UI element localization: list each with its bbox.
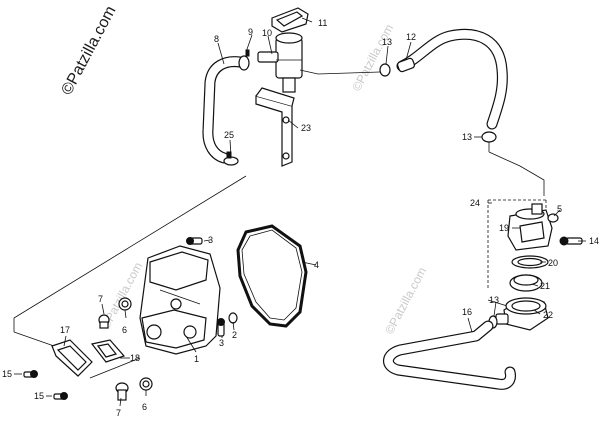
callout-4: 4 (314, 260, 319, 270)
callout-3-top: 3 (208, 235, 213, 245)
bolt-7-top (98, 314, 110, 329)
bolt-15-lower (53, 392, 68, 400)
callout-13-bottom: 13 (489, 295, 499, 305)
callout-12: 12 (406, 32, 416, 42)
watermark-faint: ©Patzilla.com (349, 22, 396, 93)
hose-clip-13-mid (481, 131, 545, 196)
callout-22: 22 (543, 310, 553, 320)
callout-24: 24 (470, 198, 480, 208)
callout-leaders (14, 17, 586, 407)
valve-bracket-23 (255, 87, 295, 167)
callout-13-top: 13 (382, 37, 392, 47)
callout-2: 2 (232, 330, 237, 340)
callout-21: 21 (540, 281, 550, 291)
filter-canister-19 (507, 203, 553, 251)
valve-cover-1 (139, 245, 221, 355)
washer-2 (228, 312, 238, 324)
callout-16: 16 (462, 307, 472, 317)
watermark-main: ©Patzilla.com (59, 3, 120, 98)
callout-10: 10 (262, 28, 272, 38)
drain-hose-16 (383, 320, 516, 390)
hose-clip-25 (223, 151, 239, 166)
callout-18: 18 (130, 353, 140, 363)
callout-7-top: 7 (98, 294, 103, 304)
callout-15-upper: 15 (2, 369, 12, 379)
callout-17: 17 (60, 325, 70, 335)
callout-13-mid: 13 (462, 132, 472, 142)
bolt-7-bottom (115, 382, 129, 401)
breather-hose-8 (202, 56, 246, 164)
air-valve-10 (257, 32, 303, 93)
callout-5: 5 (557, 204, 562, 214)
callout-8: 8 (214, 34, 219, 44)
bolt-3-right (217, 318, 225, 337)
watermark-faint: ©Patzilla.com (382, 265, 429, 336)
callout-6-bottom: 6 (142, 402, 147, 412)
callout-6-top: 6 (122, 325, 127, 335)
screw-14 (559, 236, 583, 246)
hose-clip-13-top (379, 63, 391, 77)
callout-20: 20 (548, 258, 558, 268)
callout-7-bottom: 7 (116, 408, 121, 418)
hose-clip-9 (238, 49, 250, 71)
valve-cap-11 (271, 7, 309, 33)
connector-hose-12 (299, 28, 508, 130)
callout-1: 1 (194, 354, 199, 364)
callout-19: 19 (499, 223, 509, 233)
callout-14: 14 (589, 236, 599, 246)
callout-9: 9 (248, 27, 253, 37)
filter-seal-20 (511, 255, 549, 269)
callout-15-lower: 15 (34, 391, 44, 401)
o-ring-5 (547, 213, 559, 223)
callout-labels: 1 2 3 3 4 5 6 6 7 7 8 9 10 11 12 13 13 1… (2, 18, 599, 418)
callout-11: 11 (318, 18, 327, 28)
filter-element-21 (509, 274, 543, 292)
leader-25-to-left (13, 175, 247, 347)
filter-housing-22 (495, 297, 549, 331)
bolt-15-upper (23, 370, 38, 378)
callout-25: 25 (224, 130, 234, 140)
washer-6-top (118, 297, 132, 311)
cover-gasket-4 (236, 224, 308, 328)
callout-3-right: 3 (219, 338, 224, 348)
breather-plate-17 (51, 339, 93, 377)
callout-23: 23 (301, 123, 311, 133)
bolt-3-top (186, 237, 203, 245)
washer-6-bottom (139, 377, 153, 391)
plate-gasket-18 (90, 339, 126, 363)
